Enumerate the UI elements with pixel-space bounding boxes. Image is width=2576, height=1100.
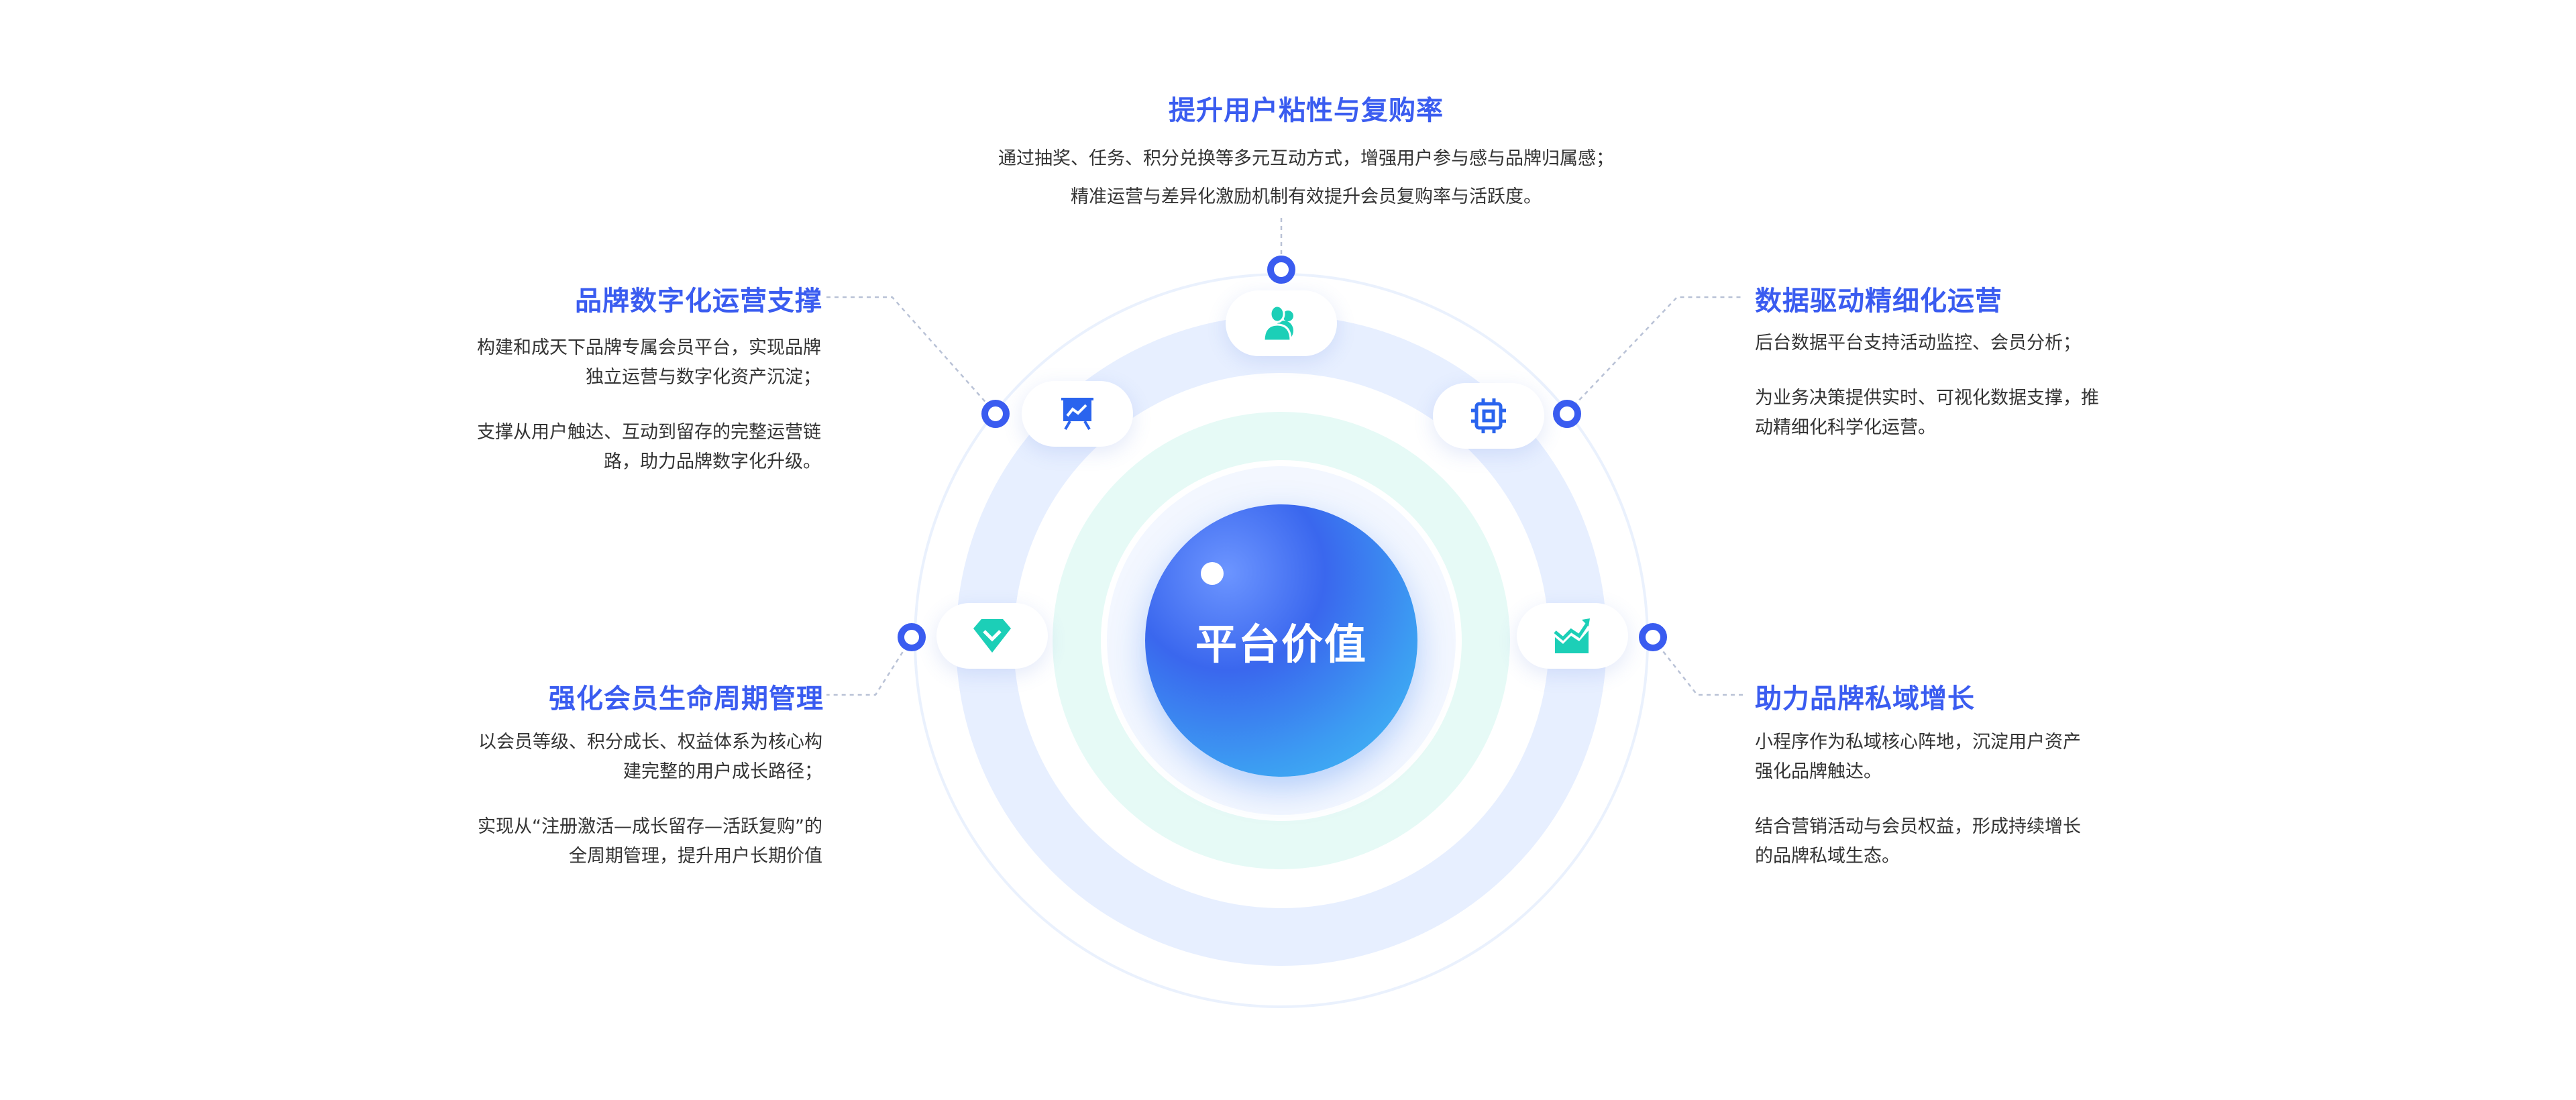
- node-title-upper-left: 品牌数字化运营支撑: [575, 286, 822, 317]
- center-highlight: [1201, 562, 1224, 585]
- node-title-upper-right: 数据驱动精细化运营: [1755, 286, 2002, 317]
- center-circle: 平台价值: [1145, 504, 1417, 777]
- center-label: 平台价值: [1195, 620, 1367, 669]
- growth-chart-icon: [1554, 618, 1590, 653]
- connector-upper-right: [1573, 296, 1744, 406]
- connector-lower-left: [826, 645, 908, 696]
- node-dot-lower-left: [898, 623, 926, 651]
- users-icon: [1263, 305, 1293, 342]
- node-desc-lower-left: 以会员等级、积分成长、权益体系为核心构建完整的用户成长路径； 实现从“注册激活—…: [474, 728, 822, 897]
- teal-ring: [1053, 412, 1510, 869]
- node-desc-lower-right: 小程序作为私域核心阵地，沉淀用户资产强化品牌触达。 结合营销活动与会员权益，形成…: [1755, 728, 2098, 897]
- node-dot-lower-right: [1639, 623, 1667, 651]
- desc-paragraph: 后台数据平台支持活动监控、会员分析；: [1755, 333, 2081, 353]
- desc-paragraph: 实现从“注册激活—成长留存—活跃复购”的全周期管理，提升用户长期价值: [478, 816, 822, 867]
- desc-paragraph: 以会员等级、积分成长、权益体系为核心构建完整的用户成长路径；: [478, 732, 822, 782]
- desc-paragraph: 结合营销活动与会员权益，形成持续增长的品牌私域生态。: [1755, 816, 2081, 867]
- chip-icon: [1471, 398, 1506, 433]
- node-title-top: 提升用户粘性与复购率: [1169, 95, 1444, 126]
- node-pill-lower-left: [936, 603, 1048, 669]
- desc-line: 通过抽奖、任务、积分兑换等多元互动方式，增强用户参与感与品牌归属感；: [998, 148, 1614, 169]
- desc-paragraph: 构建和成天下品牌专属会员平台，实现品牌独立运营与数字化资产沉淀；: [477, 337, 821, 388]
- node-pill-lower-right: [1517, 603, 1628, 669]
- diamond-icon: [973, 619, 1011, 653]
- desc-paragraph: 小程序作为私域核心阵地，沉淀用户资产强化品牌触达。: [1755, 732, 2081, 782]
- node-title-lower-right: 助力品牌私域增长: [1755, 683, 1975, 714]
- node-pill-top: [1226, 290, 1337, 356]
- node-desc-upper-left: 构建和成天下品牌专属会员平台，实现品牌独立运营与数字化资产沉淀； 支撑从用户触达…: [476, 333, 821, 502]
- node-dot-upper-right: [1553, 400, 1581, 428]
- desc-paragraph: 支撑从用户触达、互动到留存的完整运营链路，助力品牌数字化升级。: [477, 422, 821, 472]
- node-pill-upper-left: [1022, 381, 1133, 447]
- desc-paragraph: 为业务决策提供实时、可视化数据支撑，推动精细化科学化运营。: [1755, 388, 2099, 438]
- node-pill-upper-right: [1433, 383, 1544, 449]
- presentation-chart-icon: [1061, 398, 1093, 431]
- node-title-lower-left: 强化会员生命周期管理: [549, 683, 824, 714]
- desc-line: 精准运营与差异化激励机制有效提升会员复购率与活跃度。: [1071, 186, 1542, 207]
- connector-lower-right: [1658, 645, 1744, 696]
- node-dot-upper-left: [981, 400, 1010, 428]
- node-desc-top: 通过抽奖、任务、积分兑换等多元互动方式，增强用户参与感与品牌归属感； 精准运营与…: [998, 140, 1614, 216]
- node-dot-top: [1267, 256, 1295, 284]
- node-desc-upper-right: 后台数据平台支持活动监控、会员分析； 为业务决策提供实时、可视化数据支撑，推动精…: [1755, 329, 2104, 468]
- connector-upper-left: [826, 296, 989, 406]
